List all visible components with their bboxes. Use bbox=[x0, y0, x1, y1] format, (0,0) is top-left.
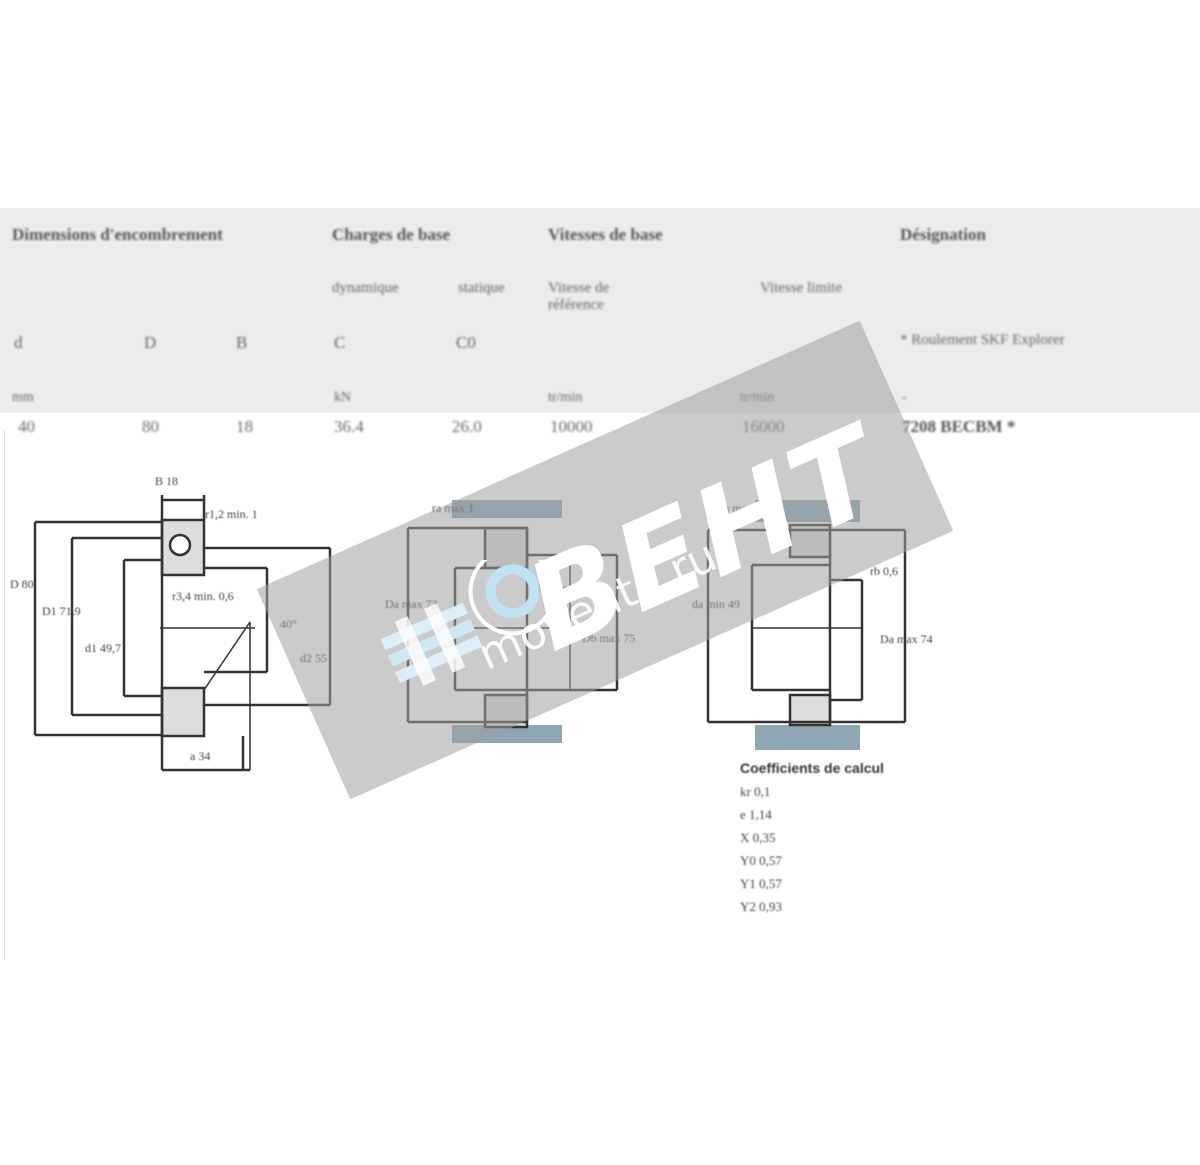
cell-C: 36.4 bbox=[334, 417, 364, 436]
header-loads-static: statique bbox=[458, 280, 505, 296]
d3-label-Da: Da max 74 bbox=[880, 632, 933, 646]
symbol-C0: C0 bbox=[456, 333, 476, 352]
cell-B: 18 bbox=[236, 417, 253, 436]
header-speed-limit: Vitesse limite bbox=[760, 280, 843, 296]
factor-item: e 1,14 bbox=[740, 807, 772, 822]
cell-d: 40 bbox=[18, 417, 35, 436]
unit-mm: mm bbox=[12, 390, 34, 405]
factor-item: kr 0,1 bbox=[740, 784, 771, 799]
header-designation: Désignation bbox=[900, 225, 986, 244]
left-border-line bbox=[4, 430, 5, 960]
d1-label-D1: D1 71,9 bbox=[42, 604, 81, 618]
d1-label-D: D 80 bbox=[10, 577, 34, 591]
designation-note: * Roulement SKF Explorer bbox=[900, 332, 1065, 348]
cell-C0: 26.0 bbox=[452, 417, 482, 436]
d1-label-a: a 34 bbox=[190, 749, 210, 763]
symbol-B: B bbox=[236, 333, 248, 352]
watermark-logo-icon bbox=[380, 560, 557, 686]
d1-label-B: B 18 bbox=[155, 474, 178, 488]
factor-item: Y2 0,93 bbox=[740, 899, 782, 914]
symbol-C: C bbox=[334, 333, 346, 352]
d1-label-d1: d1 49,7 bbox=[85, 641, 121, 655]
calc-factors-title: Coefficients de calcul bbox=[740, 760, 884, 776]
factor-item: Y1 0,57 bbox=[740, 876, 782, 891]
unit-speed-ref: tr/min bbox=[548, 390, 583, 405]
header-loads-dynamic: dynamique bbox=[332, 280, 399, 296]
cell-speed-reference: 10000 bbox=[550, 417, 593, 436]
header-speed-reference: Vitesse de référence bbox=[548, 280, 610, 313]
d1-label-r34: r3,4 min. 0,6 bbox=[172, 589, 234, 603]
symbol-D: D bbox=[144, 333, 157, 352]
cell-D: 80 bbox=[142, 417, 159, 436]
factor-item: Y0 0,57 bbox=[740, 853, 782, 868]
d1-label-r12: r1,2 min. 1 bbox=[205, 507, 258, 521]
table-header-band bbox=[0, 208, 1200, 413]
unit-kn: kN bbox=[334, 390, 352, 405]
header-speeds: Vitesses de base bbox=[548, 225, 663, 244]
header-dimensions: Dimensions d'encombrement bbox=[12, 225, 223, 244]
symbol-d: d bbox=[14, 333, 23, 352]
cell-designation: 7208 BECBM * bbox=[902, 417, 1016, 436]
header-loads: Charges de base bbox=[332, 225, 451, 244]
factor-item: X 0,35 bbox=[740, 830, 776, 845]
d3-label-rb: rb 0,6 bbox=[870, 564, 898, 578]
calc-factors: Coefficients de calcul kr 0,1 e 1,14 X 0… bbox=[740, 760, 884, 918]
unit-designation: - bbox=[902, 390, 907, 405]
